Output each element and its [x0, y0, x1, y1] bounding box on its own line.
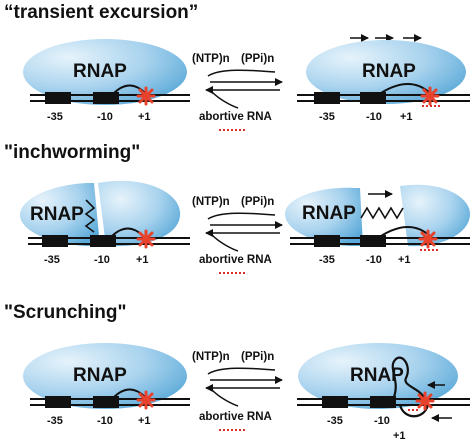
box-minus35	[322, 396, 348, 408]
dna-bubble	[380, 83, 431, 94]
label-minus35: -35	[47, 111, 63, 123]
label-plus1: +1	[138, 111, 151, 123]
compressed-dna-spring	[84, 199, 96, 233]
label-plus1: +1	[138, 415, 151, 427]
panel-inchworming: "inchworming" RNAP -35 -10 +1 (NTP)n (PP…	[4, 142, 470, 274]
label-abortive-rna: abortive RNA	[199, 254, 272, 266]
extended-dna-spring	[360, 206, 404, 220]
label-plus1: +1	[136, 254, 149, 266]
label-ppi: (PPi)n	[241, 53, 274, 65]
reverse-arrow-curve	[211, 389, 239, 407]
scrunched-dna-loop	[391, 356, 426, 399]
label-minus10: -10	[97, 415, 113, 427]
label-minus35: -35	[319, 111, 335, 123]
rnap-label: RNAP	[302, 203, 356, 224]
start-site-icon	[415, 391, 435, 411]
reverse-arrow-curve	[211, 234, 239, 252]
label-abortive-rna: abortive RNA	[199, 111, 272, 123]
right-complex: RNAP -35 -10 +1	[297, 34, 470, 123]
box-minus10	[90, 235, 116, 247]
start-site-icon	[420, 86, 440, 106]
start-site-icon	[136, 229, 156, 249]
rnap-blob-upstream	[20, 183, 100, 246]
rnap-blob	[306, 40, 466, 104]
label-ntp: (NTP)n	[192, 53, 230, 65]
rnap-label: RNAP	[350, 365, 404, 386]
label-ntp: (NTP)n	[192, 351, 230, 363]
box-minus10	[360, 235, 386, 247]
panel-transient-excursion: “transient excursion” RNAP -35 -10 +1 (N…	[4, 2, 470, 131]
reaction-arrows: (NTP)n (PPi)n abortive RNA	[192, 196, 283, 274]
box-minus10	[93, 396, 119, 408]
label-minus10: -10	[97, 111, 113, 123]
label-ppi: (PPi)n	[241, 196, 274, 208]
rnap-label: RNAP	[73, 61, 127, 82]
rnap-blob-downstream	[400, 184, 470, 247]
forward-arrow-curve	[207, 212, 276, 220]
start-site-icon	[136, 390, 156, 410]
label-abortive-rna: abortive RNA	[199, 411, 272, 423]
label-minus10: -10	[94, 254, 110, 266]
rnap-blob-upstream	[285, 187, 363, 246]
label-minus35: -35	[319, 254, 335, 266]
rnap-label: RNAP	[30, 204, 84, 225]
label-minus35: -35	[327, 415, 343, 427]
box-minus10	[360, 92, 386, 104]
label-plus1: +1	[393, 430, 406, 442]
reaction-arrows: (NTP)n (PPi)n abortive RNA	[192, 351, 283, 431]
box-minus10	[93, 92, 119, 104]
right-complex: RNAP -35 -10 +1	[297, 343, 470, 442]
box-minus35	[45, 92, 71, 104]
box-minus35	[314, 92, 340, 104]
panel-title: "Scrunching"	[4, 302, 127, 323]
right-complex: RNAP -35 -10 +1	[285, 184, 470, 266]
forward-arrow-curve	[207, 367, 276, 375]
start-site-icon	[136, 86, 156, 106]
forward-arrow-curve	[207, 69, 276, 77]
label-minus10: -10	[366, 254, 382, 266]
label-minus35: -35	[47, 415, 63, 427]
label-minus35: -35	[44, 254, 60, 266]
box-minus35	[42, 235, 68, 247]
label-minus10: -10	[374, 415, 390, 427]
rnap-blob-downstream	[98, 180, 181, 247]
rnap-label: RNAP	[362, 61, 416, 82]
label-minus10: -10	[366, 111, 382, 123]
panel-title: “transient excursion”	[4, 2, 198, 23]
scrunched-dna-lower-loop	[398, 404, 430, 418]
label-ntp: (NTP)n	[192, 196, 230, 208]
label-plus1: +1	[400, 111, 413, 123]
box-minus35	[314, 235, 340, 247]
box-minus10	[370, 396, 396, 408]
start-site-icon	[418, 229, 438, 249]
label-ppi: (PPi)n	[241, 351, 274, 363]
left-complex: RNAP -35 -10 +1	[23, 39, 190, 123]
left-complex: RNAP -35 -10 +1	[23, 343, 190, 427]
panel-title: "inchworming"	[4, 142, 140, 163]
rnap-label: RNAP	[73, 365, 127, 386]
reverse-arrow-curve	[211, 91, 239, 109]
panel-scrunching: "Scrunching" RNAP -35 -10 +1 (NTP)n (PPi…	[4, 302, 470, 442]
left-complex: RNAP -35 -10 +1	[20, 180, 190, 266]
reaction-arrows: (NTP)n (PPi)n abortive RNA	[192, 53, 283, 131]
box-minus35	[45, 396, 71, 408]
label-plus1: +1	[398, 254, 411, 266]
